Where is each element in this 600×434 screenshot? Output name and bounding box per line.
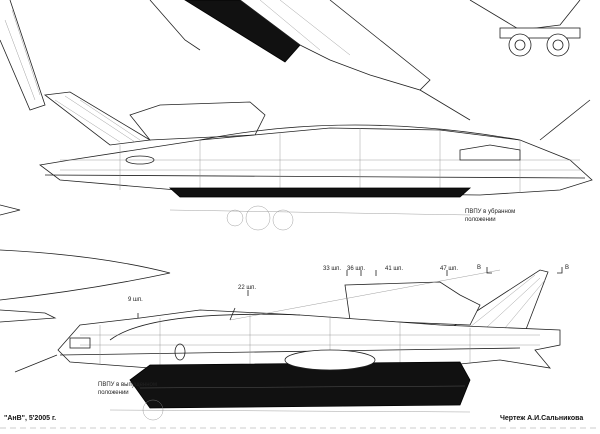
engine-nacelle <box>129 101 266 141</box>
wingtip-sketch <box>0 204 21 216</box>
frame-label-9: 9 шп. <box>128 297 143 303</box>
strut-sketch <box>0 309 57 323</box>
deployed-label-line1: ПВПУ в выпущенном <box>98 382 157 388</box>
top-wing-view <box>0 0 471 121</box>
wing-black-strip <box>184 0 301 63</box>
author-caption: Чертеж А.И.Сальникова <box>500 415 583 422</box>
landing-gear-view <box>469 0 581 57</box>
frame-label-36: 36 шп. <box>347 266 365 272</box>
wing-planform-sketch <box>0 249 171 301</box>
aircraft-side-view-stowed <box>39 91 593 231</box>
float-stowed <box>168 187 472 198</box>
section-mark-left: В <box>477 265 481 271</box>
frame-label-22: 22 шп. <box>238 285 256 291</box>
stowed-label-line1: ПВПУ в убранном <box>465 209 515 215</box>
aircraft-side-view-deployed <box>14 267 563 421</box>
frame-label-47: 47 шп. <box>440 266 458 272</box>
stowed-label-line2: положении <box>465 217 496 223</box>
float-deployed <box>129 361 471 409</box>
section-mark-right: В <box>565 265 569 271</box>
deployed-label-line2: положении <box>98 390 129 396</box>
frame-label-41: 41 шп. <box>385 266 403 272</box>
source-caption: "АнВ", 5'2005 г. <box>4 415 56 422</box>
engine-nacelle <box>344 281 481 326</box>
frame-label-33: 33 шп. <box>323 266 341 272</box>
